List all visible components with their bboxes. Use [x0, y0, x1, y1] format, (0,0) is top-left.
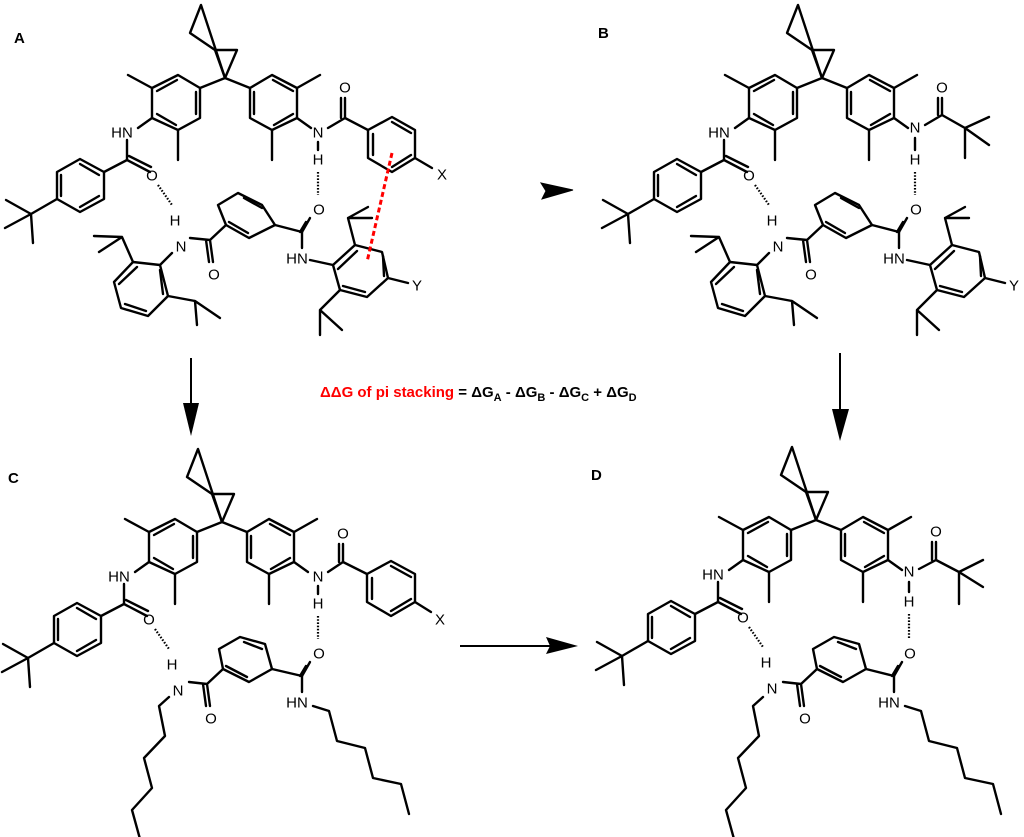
atom-hn: HN: [286, 251, 308, 268]
atom-h: H: [313, 152, 324, 169]
pi-stacking-line: [365, 152, 394, 263]
arrow-a-to-c: [183, 358, 199, 436]
atom-n: N: [176, 239, 187, 256]
equation-highlight: ΔΔG of pi stacking: [320, 384, 455, 401]
atom-o: O: [930, 524, 942, 541]
arrow-a-to-b: [539, 182, 574, 200]
atom-h: H: [904, 594, 915, 611]
atom-o: O: [743, 168, 755, 185]
atom-x: X: [435, 612, 445, 629]
term-symbol: ΔG: [514, 384, 538, 401]
atom-o: O: [313, 202, 325, 219]
term-symbol: ΔG: [606, 384, 629, 401]
panel-label-a: A: [14, 30, 25, 47]
molecule-a: HN O H N N H O X O O HN: [3, 3, 447, 337]
atom-x: X: [437, 167, 447, 184]
panel-label-d: D: [591, 467, 602, 484]
atom-o: O: [910, 202, 922, 219]
molecule-c: HN O H N N H O X O O HN: [0, 447, 445, 837]
atom-o: O: [805, 267, 817, 284]
term-sign: -: [545, 384, 559, 401]
atom-n: N: [173, 683, 184, 700]
atom-h: H: [313, 596, 324, 613]
atom-o: O: [339, 80, 351, 97]
atom-o: O: [799, 711, 811, 728]
atom-h: H: [167, 657, 178, 674]
term-sub: C: [581, 392, 590, 404]
panel-label-b: B: [598, 25, 609, 42]
atom-o: O: [737, 610, 749, 627]
atom-o: O: [337, 526, 349, 543]
arrow-b-to-d: [832, 353, 849, 441]
atom-n: N: [773, 239, 784, 256]
pi-stacking-equation: ΔΔG of pi stacking = ΔGA - ΔGB - ΔGC + Δ…: [320, 384, 637, 404]
term-sign: +: [589, 384, 607, 401]
atom-o: O: [205, 711, 217, 728]
atom-hn: HN: [883, 251, 905, 268]
term-sign: -: [501, 384, 515, 401]
atom-h: H: [910, 152, 921, 169]
arrow-c-to-d: [460, 637, 578, 654]
atom-o: O: [143, 612, 155, 629]
atom-h: H: [170, 213, 181, 230]
atom-n: N: [904, 564, 915, 581]
atom-o: O: [146, 168, 158, 185]
term-symbol: ΔG: [471, 384, 494, 401]
term-sub: A: [493, 392, 502, 404]
atom-hn: HN: [708, 125, 730, 142]
atom-n: N: [910, 120, 921, 137]
atom-hn: HN: [286, 695, 308, 712]
atom-y: Y: [412, 278, 422, 295]
atom-n: N: [767, 681, 778, 698]
atom-o: O: [904, 646, 916, 663]
panel-label-c: C: [8, 470, 19, 487]
molecule-d: HN O H N N H O O O HN: [594, 445, 1003, 837]
atom-hn: HN: [108, 569, 130, 586]
equation-equals: =: [454, 384, 472, 401]
atom-n: N: [313, 125, 324, 142]
term-sub: D: [628, 392, 637, 404]
molecule-b: HN O H N N H O O O HN Y: [600, 3, 1019, 337]
atom-hn: HN: [702, 567, 724, 584]
atom-o: O: [208, 267, 220, 284]
atom-o: O: [313, 646, 325, 663]
atom-o: O: [936, 80, 948, 97]
atom-h: H: [761, 655, 772, 672]
term-sub: B: [537, 392, 546, 404]
atom-h: H: [767, 213, 778, 230]
term-symbol: ΔG: [558, 384, 582, 401]
atom-y: Y: [1009, 278, 1019, 295]
atom-hn: HN: [878, 695, 900, 712]
atom-n: N: [313, 569, 324, 586]
atom-hn: HN: [111, 125, 133, 142]
